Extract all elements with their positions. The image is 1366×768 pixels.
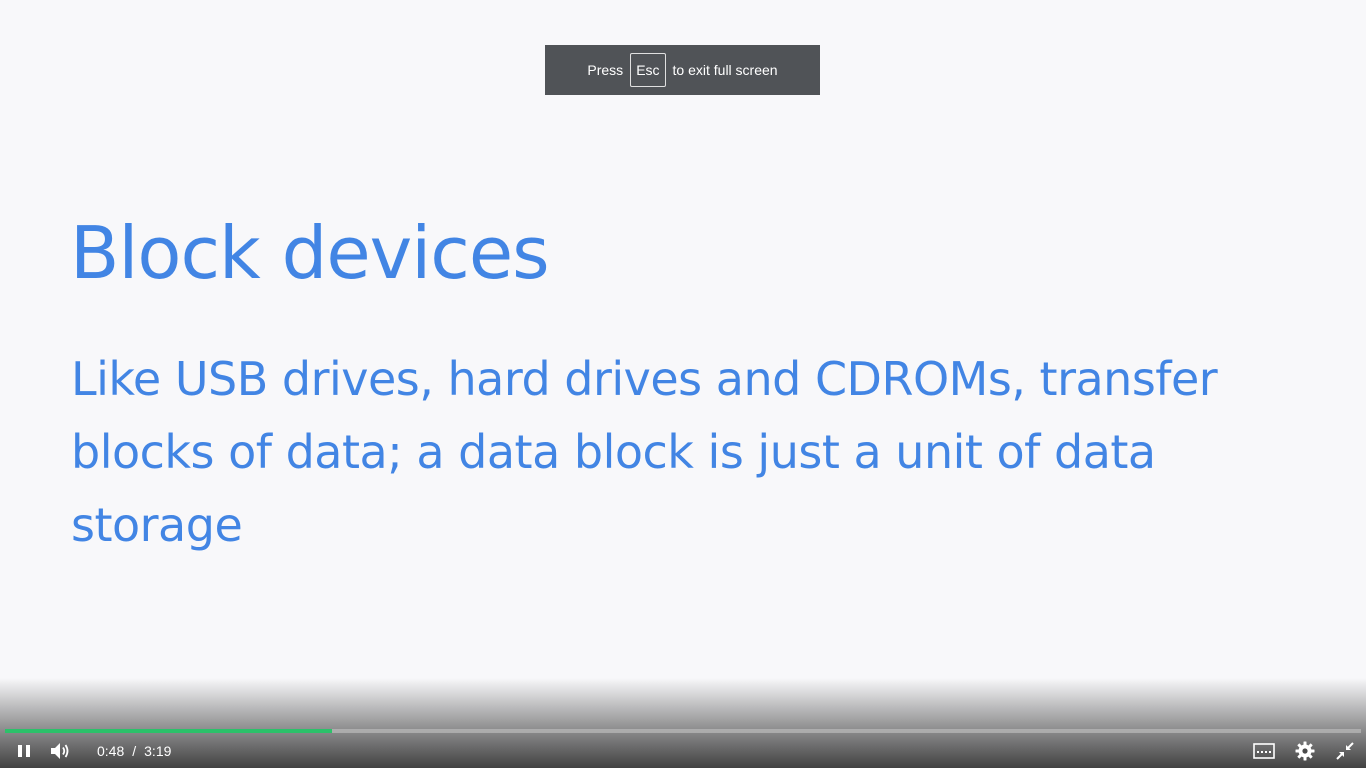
seek-bar[interactable]: [5, 729, 1361, 733]
pause-icon: [18, 745, 30, 757]
controls-gradient: [0, 678, 1366, 768]
fullscreen-exit-notice: Press Esc to exit full screen: [545, 45, 820, 95]
esc-key-label: Esc: [630, 53, 666, 87]
volume-button[interactable]: [49, 741, 73, 761]
volume-icon: [51, 743, 69, 759]
gear-icon: [1295, 741, 1315, 761]
right-controls: [1252, 734, 1356, 768]
notice-suffix: to exit full screen: [672, 62, 778, 78]
settings-button[interactable]: [1294, 741, 1316, 761]
time-display: 0:48 / 3:19: [97, 743, 171, 759]
seek-bar-progress: [5, 729, 333, 733]
slide-body-text: Like USB drives, hard drives and CDROMs,…: [71, 352, 1218, 552]
duration: 3:19: [144, 743, 172, 759]
slide-title: Block devices: [70, 211, 550, 295]
exit-fullscreen-icon: [1336, 742, 1354, 760]
captions-button[interactable]: [1252, 741, 1276, 761]
notice-prefix: Press: [587, 62, 624, 78]
current-time: 0:48: [97, 743, 125, 759]
exit-fullscreen-button[interactable]: [1334, 741, 1356, 761]
pause-button[interactable]: [14, 741, 34, 761]
captions-icon: [1253, 743, 1275, 759]
player-control-bar: 0:48 / 3:19: [0, 734, 1366, 768]
time-separator: /: [132, 743, 137, 759]
